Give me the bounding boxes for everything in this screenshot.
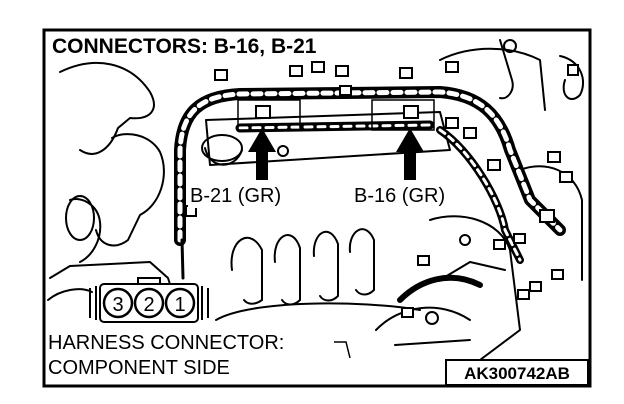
connector-b16 xyxy=(403,105,419,119)
pin-3 xyxy=(102,287,134,319)
arrow-up-icon xyxy=(396,128,424,180)
label-b21: B-21 (GR) xyxy=(190,185,281,207)
diagram-title: CONNECTORS: B-16, B-21 xyxy=(52,35,317,58)
figure-code: AK300742AB xyxy=(464,364,570,383)
target-connectors xyxy=(255,105,419,119)
arrow-up-icon xyxy=(248,128,276,180)
title-backing xyxy=(46,32,376,58)
label-b16: B-16 (GR) xyxy=(354,185,445,207)
pin-label: 2 xyxy=(143,294,154,316)
pointer-arrows xyxy=(248,128,424,180)
pin-2 xyxy=(133,287,165,319)
pin-1 xyxy=(164,287,196,319)
small-connectors xyxy=(185,61,579,318)
pin-label: 3 xyxy=(112,294,123,316)
target-connector-boxes xyxy=(237,99,435,131)
connector-b21 xyxy=(255,105,271,119)
harness-caption-line2: COMPONENT SIDE xyxy=(48,357,230,379)
figure-code-box xyxy=(445,359,589,386)
wire-harness xyxy=(174,86,566,303)
engine-line-art xyxy=(47,39,585,361)
pin-label: 1 xyxy=(174,294,185,316)
harness-caption-line1: HARNESS CONNECTOR: xyxy=(48,332,284,354)
harness-connector-face: 3 2 1 xyxy=(89,277,209,323)
